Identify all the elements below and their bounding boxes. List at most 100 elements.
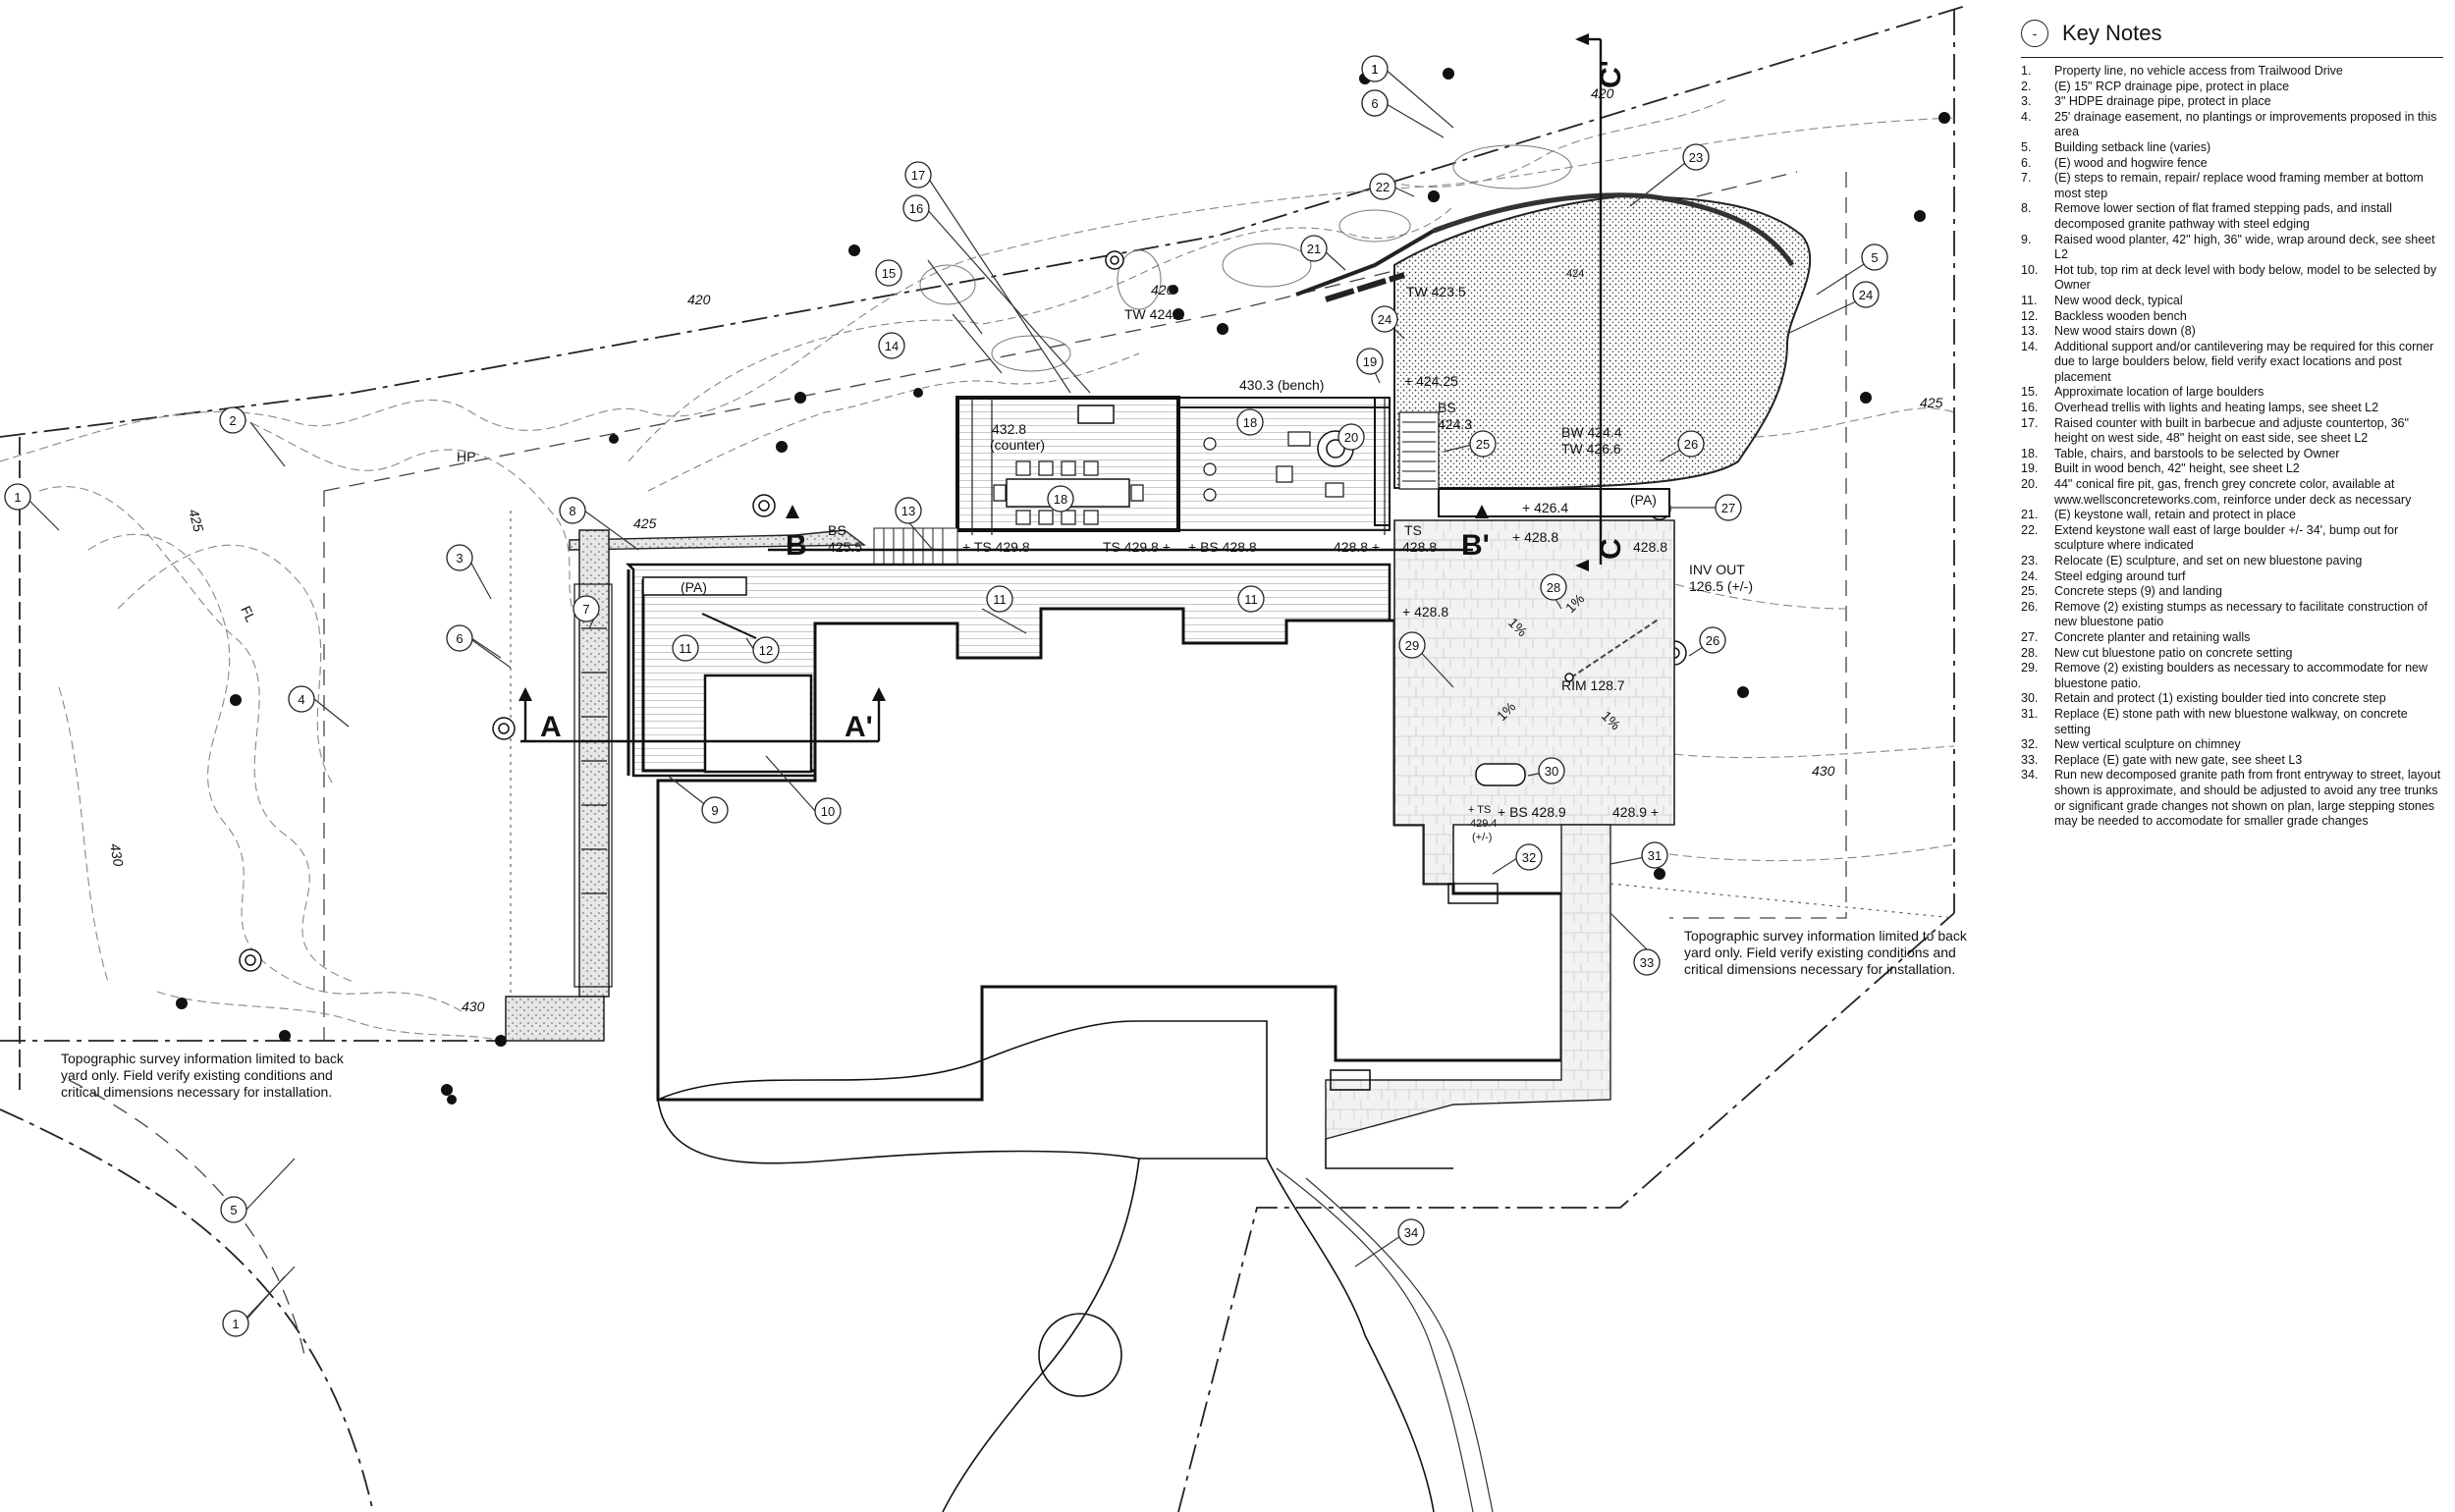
key-note-item: 34.Run new decomposed granite path from … bbox=[2021, 768, 2443, 829]
drain-line bbox=[1570, 618, 1661, 678]
key-note-item: 24.Steel edging around turf bbox=[2021, 569, 2443, 585]
section-b-prime-label: B' bbox=[1461, 529, 1490, 562]
key-note-number: 16. bbox=[2021, 401, 2039, 415]
svg-text:+ 428.8: + 428.8 bbox=[1402, 604, 1448, 620]
svg-text:7: 7 bbox=[582, 602, 589, 617]
key-note-text: Remove (2) existing stumps as necessary … bbox=[2054, 599, 2428, 629]
drain-rim bbox=[1564, 673, 1574, 682]
svg-text:2: 2 bbox=[229, 413, 236, 428]
section-c-label: C bbox=[1595, 538, 1627, 560]
key-note-text: New cut bluestone patio on concrete sett… bbox=[2054, 645, 2293, 660]
sw-planter bbox=[505, 996, 605, 1042]
svg-text:27: 27 bbox=[1721, 501, 1735, 515]
key-note-number: 33. bbox=[2021, 752, 2039, 767]
key-notes-title: Key Notes bbox=[2062, 21, 2162, 45]
key-note-item: 19.Built in wood bench, 42" height, see … bbox=[2021, 461, 2443, 477]
tree-symbols bbox=[176, 68, 1950, 1105]
west-steps bbox=[581, 627, 607, 894]
svg-text:(PA): (PA) bbox=[681, 579, 707, 595]
key-note-text: Raised wood planter, 42" high, 36" wide,… bbox=[2054, 232, 2435, 262]
svg-text:12: 12 bbox=[759, 643, 773, 658]
svg-text:yard only. Field verify existi: yard only. Field verify existing conditi… bbox=[1684, 945, 1956, 960]
key-note-number: 12. bbox=[2021, 308, 2039, 323]
svg-text:31: 31 bbox=[1648, 848, 1662, 863]
svg-text:428.8: 428.8 bbox=[1402, 539, 1437, 555]
key-notes-header: - Key Notes bbox=[2021, 20, 2443, 47]
key-note-text: Approximate location of large boulders bbox=[2054, 385, 2264, 400]
key-note-number: 25. bbox=[2021, 584, 2039, 599]
svg-text:6: 6 bbox=[1371, 96, 1378, 111]
key-note-number: 30. bbox=[2021, 691, 2039, 706]
key-note-item: 21. (E) keystone wall, retain and protect… bbox=[2021, 508, 2443, 523]
svg-text:18: 18 bbox=[1054, 492, 1067, 507]
key-note-item: 12.Backless wooden bench bbox=[2021, 309, 2443, 325]
key-note-item: 17.Raised counter with built in barbecue… bbox=[2021, 416, 2443, 447]
svg-text:1: 1 bbox=[14, 490, 21, 505]
svg-text:424: 424 bbox=[1566, 268, 1584, 280]
section-arrows bbox=[518, 33, 1589, 701]
key-note-item: 15. Approximate location of large boulder… bbox=[2021, 385, 2443, 401]
svg-text:3: 3 bbox=[456, 551, 463, 566]
keystone-wall bbox=[1295, 229, 1436, 297]
key-note-item: 4.25' drainage easement, no plantings or… bbox=[2021, 110, 2443, 140]
key-note-item: 33.Replace (E) gate with new gate, see s… bbox=[2021, 753, 2443, 769]
svg-text:Topographic survey information: Topographic survey information limited t… bbox=[1684, 928, 1968, 944]
key-note-text: Raised counter with built in barbecue an… bbox=[2054, 415, 2409, 446]
key-note-item: 14.Additional support and/or cantileveri… bbox=[2021, 340, 2443, 386]
key-note-number: 18. bbox=[2021, 446, 2039, 460]
svg-text:(counter): (counter) bbox=[990, 437, 1045, 453]
svg-text:19: 19 bbox=[1363, 354, 1377, 369]
key-note-number: 13. bbox=[2021, 324, 2039, 339]
svg-text:critical dimensions necessary: critical dimensions necessary for instal… bbox=[61, 1084, 332, 1100]
key-note-text: (E) keystone wall, retain and protect in… bbox=[2054, 508, 2296, 522]
svg-text:420: 420 bbox=[1151, 282, 1174, 297]
dg-path-to-street bbox=[1276, 1167, 1494, 1512]
svg-text:+ TS: + TS bbox=[1468, 804, 1491, 816]
key-note-text: Remove lower section of flat framed step… bbox=[2054, 201, 2392, 231]
key-notes-marker: - bbox=[2021, 20, 2048, 47]
section-a-prime-label: A' bbox=[845, 711, 873, 743]
svg-text:11: 11 bbox=[679, 641, 692, 656]
concrete-steps bbox=[1398, 411, 1440, 490]
key-note-number: 34. bbox=[2021, 768, 2039, 783]
key-note-number: 29. bbox=[2021, 661, 2039, 675]
svg-text:TS 429.8 +: TS 429.8 + bbox=[1103, 539, 1171, 555]
svg-text:8: 8 bbox=[569, 504, 575, 518]
key-note-item: 18.Table, chairs, and barstools to be se… bbox=[2021, 447, 2443, 462]
counter-structure bbox=[955, 396, 1180, 532]
svg-text:10: 10 bbox=[821, 804, 835, 819]
key-note-number: 3. bbox=[2021, 94, 2032, 109]
svg-text:430: 430 bbox=[107, 842, 127, 868]
turf-edge-wall bbox=[1433, 192, 1795, 267]
key-note-item: 26.Remove (2) existing stumps as necessa… bbox=[2021, 600, 2443, 630]
key-note-number: 11. bbox=[2021, 293, 2038, 307]
svg-text:420: 420 bbox=[687, 292, 711, 307]
key-note-text: New wood deck, typical bbox=[2054, 293, 2183, 307]
svg-text:9: 9 bbox=[711, 803, 718, 818]
key-note-number: 9. bbox=[2021, 232, 2032, 246]
svg-text:20: 20 bbox=[1344, 430, 1358, 445]
key-note-item: 6.(E) wood and hogwire fence bbox=[2021, 156, 2443, 172]
svg-text:29: 29 bbox=[1405, 638, 1419, 653]
elevation-labels: HP FL TW 424.1 TW 423.5 430.3 (bench) + … bbox=[238, 268, 1753, 843]
svg-text:429.4: 429.4 bbox=[1470, 818, 1498, 830]
topo-note-right: Topographic survey information limited t… bbox=[1684, 928, 1968, 977]
svg-text:1: 1 bbox=[232, 1317, 239, 1331]
key-note-number: 27. bbox=[2021, 629, 2039, 644]
key-note-number: 28. bbox=[2021, 645, 2039, 660]
svg-text:yard only. Field verify existi: yard only. Field verify existing conditi… bbox=[61, 1067, 333, 1083]
key-note-item: 1.Property line, no vehicle access from … bbox=[2021, 64, 2443, 80]
key-note-item: 32.New vertical sculpture on chimney bbox=[2021, 737, 2443, 753]
svg-text:18: 18 bbox=[1243, 415, 1257, 430]
key-note-text: Steel edging around turf bbox=[2054, 568, 2186, 583]
key-note-number: 15. bbox=[2021, 385, 2039, 400]
key-note-number: 4. bbox=[2021, 109, 2032, 124]
svg-text:TW 426.6: TW 426.6 bbox=[1561, 441, 1621, 457]
key-note-number: 7. bbox=[2021, 171, 2032, 186]
key-note-number: 14. bbox=[2021, 339, 2039, 353]
svg-text:14: 14 bbox=[885, 339, 899, 353]
section-b-label: B bbox=[786, 529, 807, 562]
key-note-number: 21. bbox=[2021, 508, 2039, 522]
svg-text:4: 4 bbox=[298, 692, 304, 707]
